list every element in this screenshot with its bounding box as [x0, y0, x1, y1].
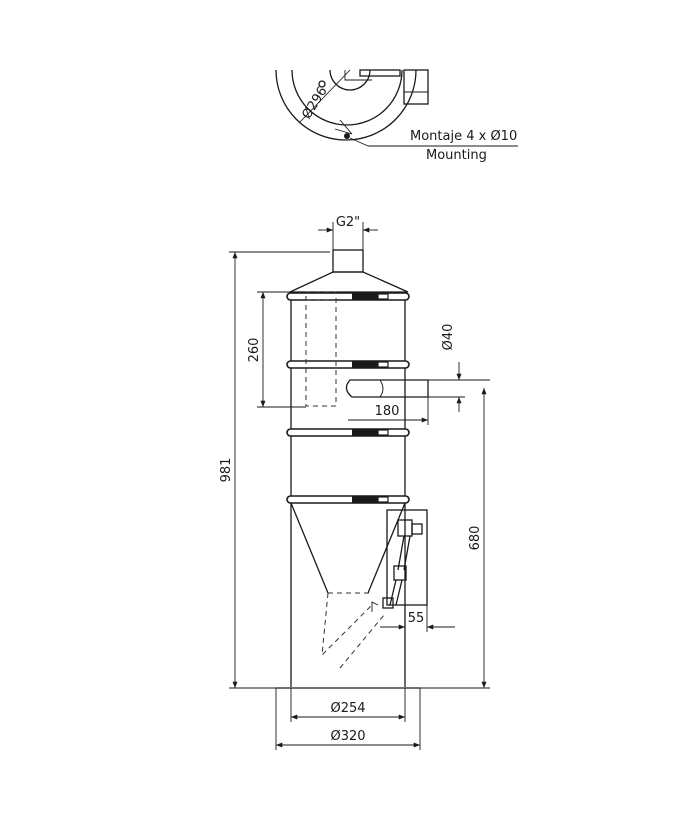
clamp-1 [352, 293, 389, 300]
ring-3 [286, 428, 410, 437]
clamp-4 [352, 496, 389, 503]
ring-4 [286, 495, 410, 504]
section-height-label: 260 [247, 338, 262, 363]
top-view [275, 69, 518, 147]
inlet-height-label: 680 [468, 526, 483, 551]
inlet-length-label: 180 [375, 404, 400, 419]
clamp-2 [352, 361, 389, 368]
mounting-label-es: Montaje 4 x Ø10 [410, 129, 517, 144]
side-view [276, 249, 429, 689]
ring-1 [286, 292, 410, 301]
ring-2 [286, 360, 410, 369]
body-diameter-label: Ø254 [330, 701, 365, 716]
total-height-label: 981 [219, 458, 234, 483]
inlet-diameter-label: Ø40 [441, 324, 456, 351]
drain-offset-label: 55 [408, 611, 425, 626]
outlet-size-label: G2" [336, 215, 360, 230]
clamp-3 [352, 429, 389, 436]
top-diameter-label: Ø296 [299, 84, 330, 122]
dimension-lines [229, 222, 490, 750]
mounting-label-en: Mounting [426, 148, 487, 163]
base-diameter-label: Ø320 [330, 729, 365, 744]
